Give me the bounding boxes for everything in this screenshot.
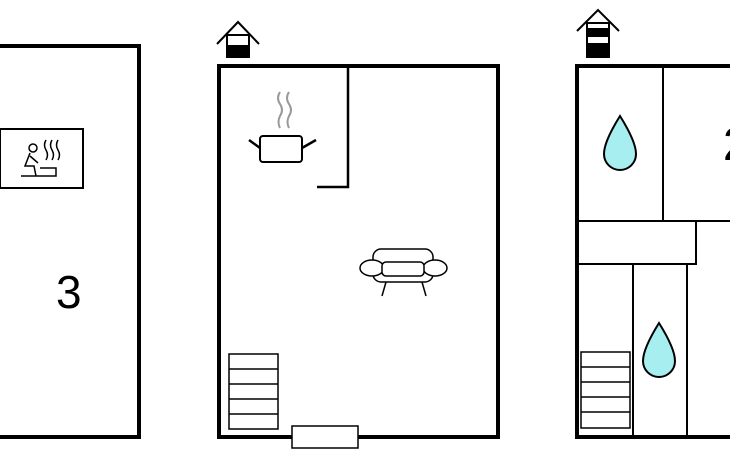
kitchen-pot-icon (248, 91, 317, 163)
sauna-icon (21, 139, 61, 177)
house-level-icon (576, 8, 620, 58)
stairs (228, 353, 279, 430)
room-number-3: 3 (56, 266, 82, 318)
kitchen-partition (317, 67, 350, 189)
entrance-door (291, 425, 359, 449)
sofa-icon (359, 248, 448, 297)
sauna-sign (0, 128, 84, 189)
floor-right-walls (575, 64, 730, 439)
stairs (580, 351, 631, 429)
floor-right: 2 (575, 8, 730, 439)
room-number-2: 2 (723, 118, 730, 170)
floor-left: 3 (0, 44, 141, 439)
water-drop-icon (602, 114, 638, 171)
water-drop-icon (641, 321, 677, 378)
floor-middle (216, 20, 500, 449)
house-level-icon (216, 20, 260, 58)
hallway-partition (578, 220, 697, 265)
floor-left-walls (0, 44, 141, 439)
